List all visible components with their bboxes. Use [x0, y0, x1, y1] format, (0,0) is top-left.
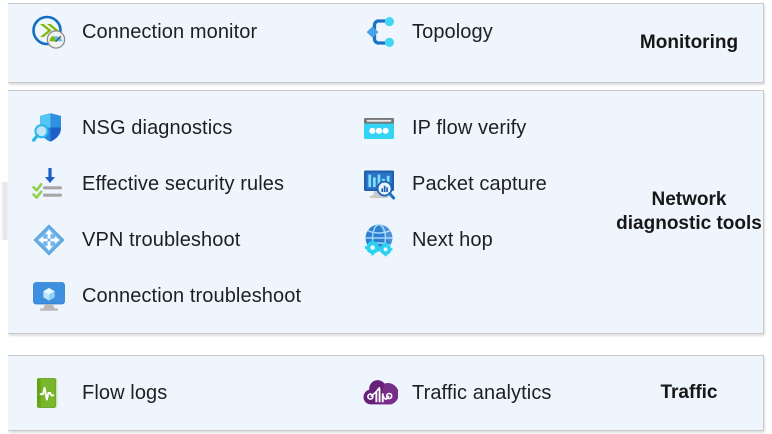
item-label: NSG diagnostics [82, 116, 233, 139]
category-label: Network diagnostic tools [616, 188, 762, 234]
item-topology[interactable]: Topology [360, 4, 608, 60]
column-left-monitoring: Connection monitor [30, 4, 360, 60]
packet-capture-icon [360, 165, 398, 203]
item-vpn-troubleshoot[interactable]: VPN troubleshoot [30, 212, 360, 268]
item-label: Topology [412, 20, 493, 43]
category-label: Monitoring [639, 31, 739, 53]
item-next-hop[interactable]: Next hop [360, 212, 608, 268]
category-network-diagnostic-tools: Network diagnostic tools [614, 91, 764, 333]
item-label: Connection troubleshoot [82, 284, 302, 307]
category-label: Traffic [660, 381, 718, 403]
item-ip-flow-verify[interactable]: IP flow verify [360, 100, 608, 156]
item-label: Effective security rules [82, 172, 285, 195]
column-left-traffic: Flow logs [30, 365, 360, 421]
category-monitoring: Monitoring [614, 4, 764, 82]
connection-troubleshoot-icon [30, 277, 68, 315]
item-label: IP flow verify [412, 116, 527, 139]
section-monitoring: Connection monitor Topology [8, 3, 764, 83]
item-nsg-diagnostics[interactable]: NSG diagnostics [30, 100, 360, 156]
connection-monitor-icon [30, 13, 68, 51]
section-network-diagnostic-tools: NSG diagnostics Effective securit [8, 90, 764, 334]
next-hop-icon [360, 221, 398, 259]
topology-icon [360, 13, 398, 51]
item-packet-capture[interactable]: Packet capture [360, 156, 608, 212]
item-traffic-analytics[interactable]: Traffic analytics [360, 365, 608, 421]
item-label: Packet capture [412, 172, 547, 195]
item-label: Connection monitor [82, 20, 258, 43]
flow-logs-icon [30, 374, 68, 412]
traffic-analytics-icon [360, 374, 398, 412]
category-traffic: Traffic [614, 356, 764, 430]
section-traffic: Flow logs [8, 355, 764, 431]
item-connection-troubleshoot[interactable]: Connection troubleshoot [30, 268, 360, 324]
item-connection-monitor[interactable]: Connection monitor [30, 4, 360, 60]
column-mid-traffic: Traffic analytics [360, 365, 608, 421]
nsg-diagnostics-icon [30, 109, 68, 147]
column-left-diagnostics: NSG diagnostics Effective securit [30, 100, 360, 324]
item-label: Traffic analytics [412, 381, 552, 404]
item-flow-logs[interactable]: Flow logs [30, 365, 360, 421]
item-label: Next hop [412, 228, 493, 251]
effective-security-rules-icon [30, 165, 68, 203]
item-label: Flow logs [82, 381, 168, 404]
item-effective-security-rules[interactable]: Effective security rules [30, 156, 360, 212]
vpn-troubleshoot-icon [30, 221, 68, 259]
column-mid-diagnostics: IP flow verify [360, 100, 608, 268]
left-edge-accent [0, 182, 9, 240]
column-mid-monitoring: Topology [360, 4, 608, 60]
item-label: VPN troubleshoot [82, 228, 241, 251]
ip-flow-verify-icon [360, 109, 398, 147]
